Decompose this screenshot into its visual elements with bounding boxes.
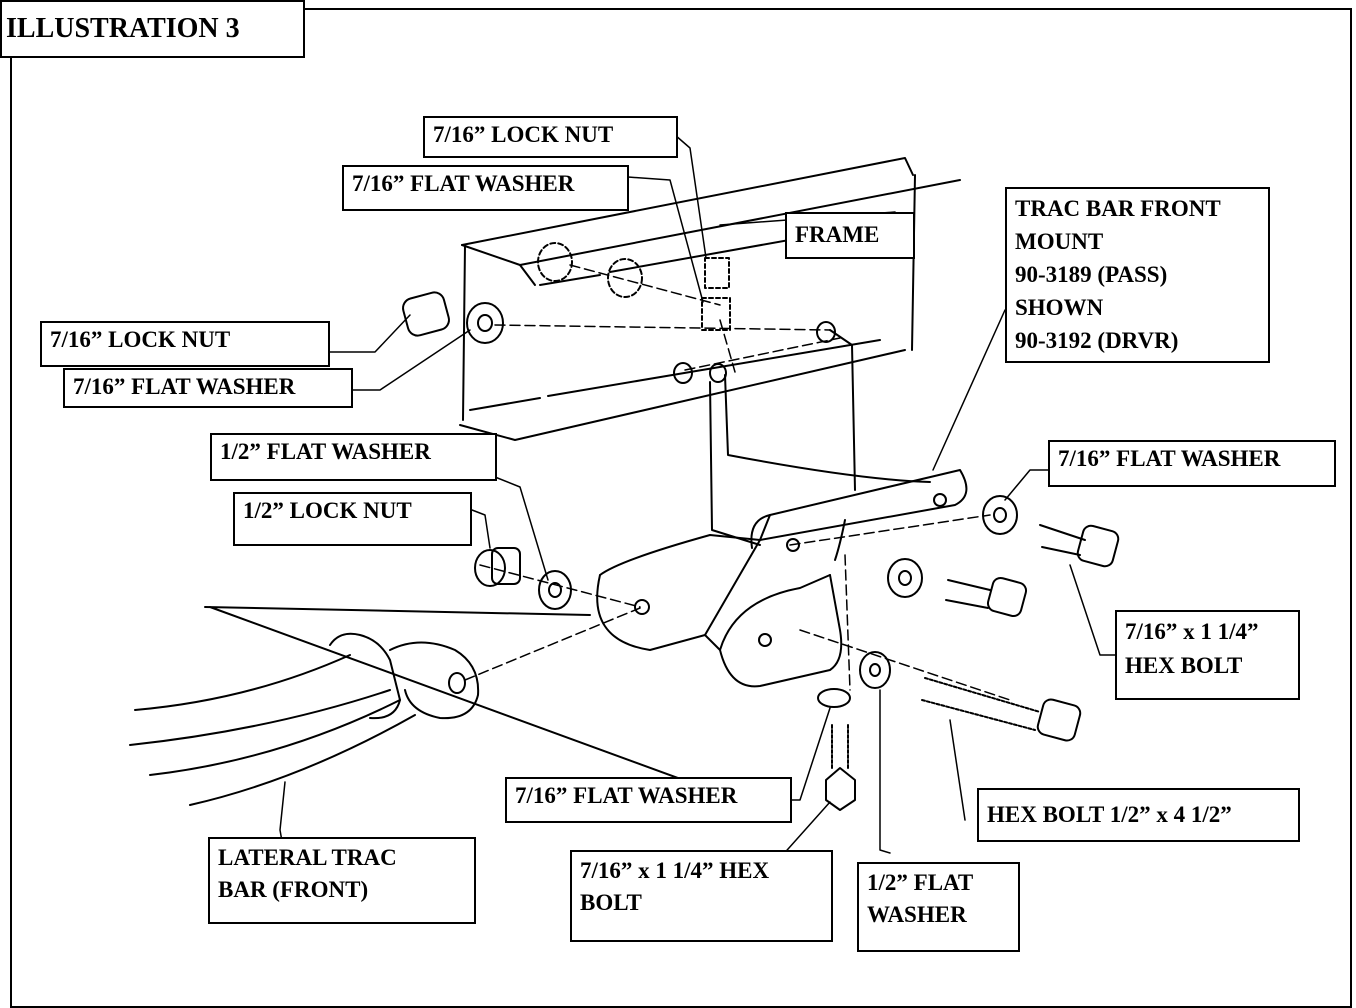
label-flat-washer-top: 7/16” FLAT WASHER — [342, 165, 629, 211]
label-flat-washer-left: 7/16” FLAT WASHER — [63, 368, 353, 408]
label-lateral-trac-bar: LATERAL TRAC BAR (FRONT) — [208, 837, 476, 924]
bracket-hardware — [474, 495, 1120, 811]
label-flat-washer-bottom: 7/16” FLAT WASHER — [505, 777, 792, 823]
label-hex-bolt-long: HEX BOLT 1/2” x 4 1/2” — [977, 788, 1300, 842]
frame-hardware — [402, 242, 836, 384]
frame-channel — [459, 157, 961, 441]
lateral-trac-bar — [129, 606, 761, 809]
label-flat-washer-right: 7/16” FLAT WASHER — [1048, 440, 1336, 487]
trac-bar-bracket — [596, 329, 968, 688]
label-half-flat-washer-bottom: 1/2” FLAT WASHER — [857, 862, 1020, 952]
label-lock-nut-left: 7/16” LOCK NUT — [40, 321, 330, 367]
label-hex-bolt-right: 7/16” x 1 1/4” HEX BOLT — [1115, 610, 1300, 700]
label-trac-bar-front-mount: TRAC BAR FRONT MOUNT 90-3189 (PASS) SHOW… — [1005, 187, 1270, 363]
label-half-lock-nut: 1/2” LOCK NUT — [233, 492, 472, 546]
illustration-title: ILLUSTRATION 3 — [0, 0, 305, 58]
label-hex-bolt-bottom: 7/16” x 1 1/4” HEX BOLT — [570, 850, 833, 942]
label-lock-nut-top: 7/16” LOCK NUT — [423, 116, 678, 158]
label-half-flat-washer-left: 1/2” FLAT WASHER — [210, 433, 497, 481]
label-frame: FRAME — [785, 212, 915, 259]
